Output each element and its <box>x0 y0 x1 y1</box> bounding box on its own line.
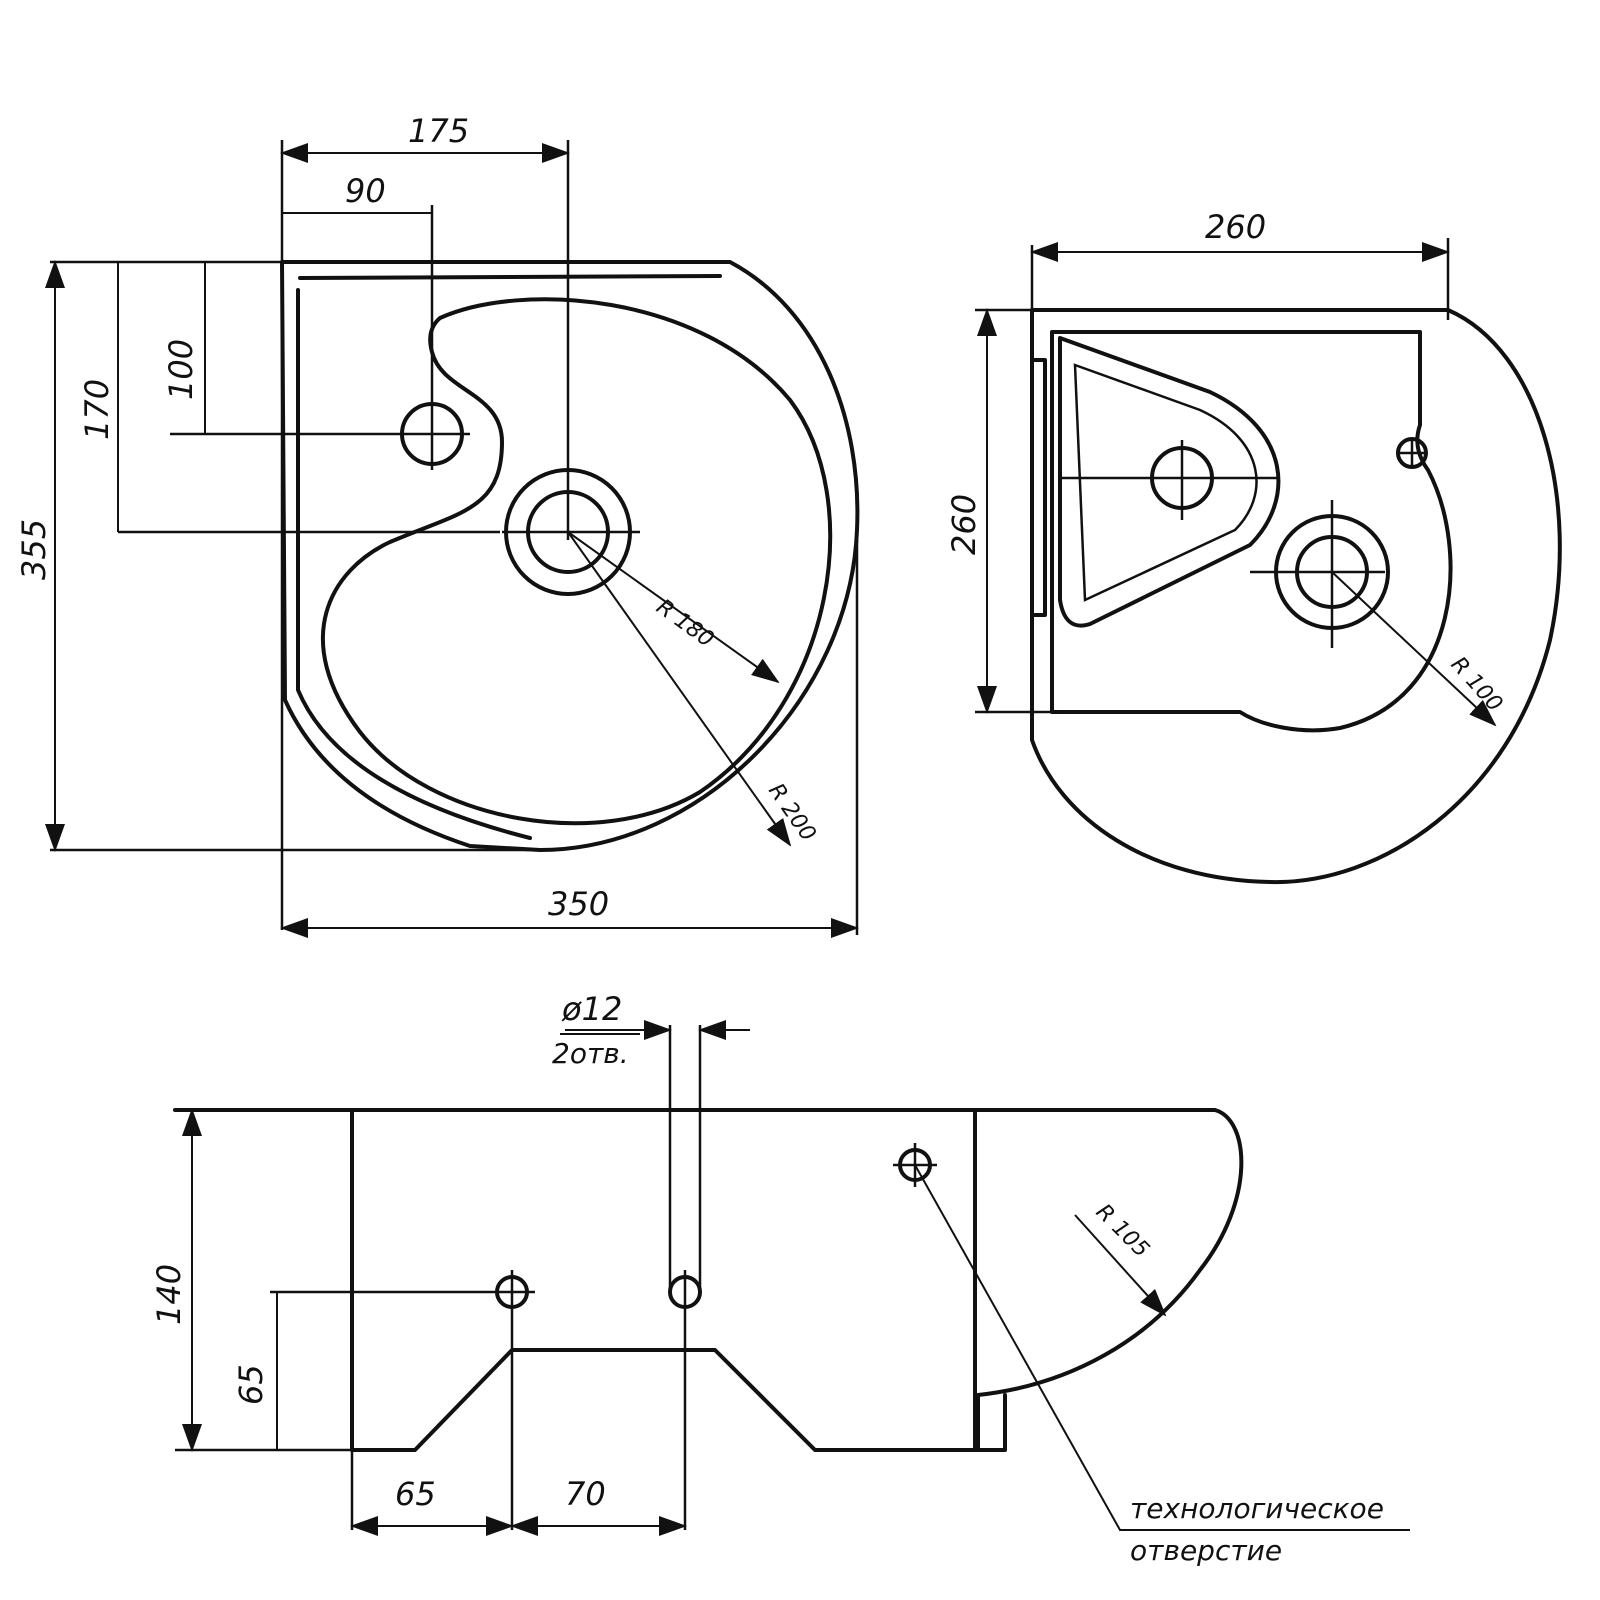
side-view: ø12 2отв. 140 65 65 70 R 105 технологиче… <box>150 990 1410 1567</box>
dim-260-vertical: 260 <box>945 494 983 555</box>
underside-extension-lines <box>975 238 1450 714</box>
radius-180-leader <box>567 531 780 684</box>
radius-105-leader <box>1074 1214 1167 1317</box>
radius-100-leader <box>1331 571 1497 727</box>
bowl-trapezoid-inner <box>1073 363 1258 602</box>
dim-350: 350 <box>548 885 609 923</box>
dim-140: 140 <box>150 1264 188 1325</box>
side-outline <box>173 1108 1244 1452</box>
dim-90: 90 <box>345 172 386 210</box>
side-extension-lines <box>175 1025 937 1530</box>
underside-view: 260 260 R 100 <box>945 208 1562 885</box>
dim-355: 355 <box>15 519 53 580</box>
note-leader <box>914 1164 1410 1531</box>
bowl-trapezoid <box>1058 336 1281 628</box>
radius-105: R 105 <box>1091 1200 1154 1263</box>
top-view: 175 90 355 170 100 350 R 180 R 200 <box>15 112 860 938</box>
wall-mount-strip <box>1030 358 1047 617</box>
radius-200-leader <box>567 531 792 847</box>
radius-180: R 180 <box>651 595 718 653</box>
bowl-outline <box>321 297 833 826</box>
dim-100: 100 <box>162 339 200 400</box>
dim-170: 170 <box>78 379 116 440</box>
dim-260-horizontal: 260 <box>1205 208 1266 246</box>
note-line-2: отверстие <box>1130 1534 1282 1567</box>
dim-70: 70 <box>565 1475 606 1513</box>
hole-diameter: ø12 <box>561 990 622 1028</box>
rim-line <box>296 274 722 840</box>
top-view-extension-lines <box>50 140 859 935</box>
dim-175: 175 <box>408 112 469 150</box>
radius-200: R 200 <box>763 779 820 846</box>
underside-outline <box>1030 308 1562 885</box>
underside-frame <box>1050 330 1453 733</box>
hole-count: 2отв. <box>552 1037 629 1070</box>
basin-outline <box>280 260 860 852</box>
dim-65-vertical: 65 <box>232 1364 270 1405</box>
note-line-1: технологическое <box>1130 1492 1384 1525</box>
dim-65-horizontal: 65 <box>395 1475 436 1513</box>
